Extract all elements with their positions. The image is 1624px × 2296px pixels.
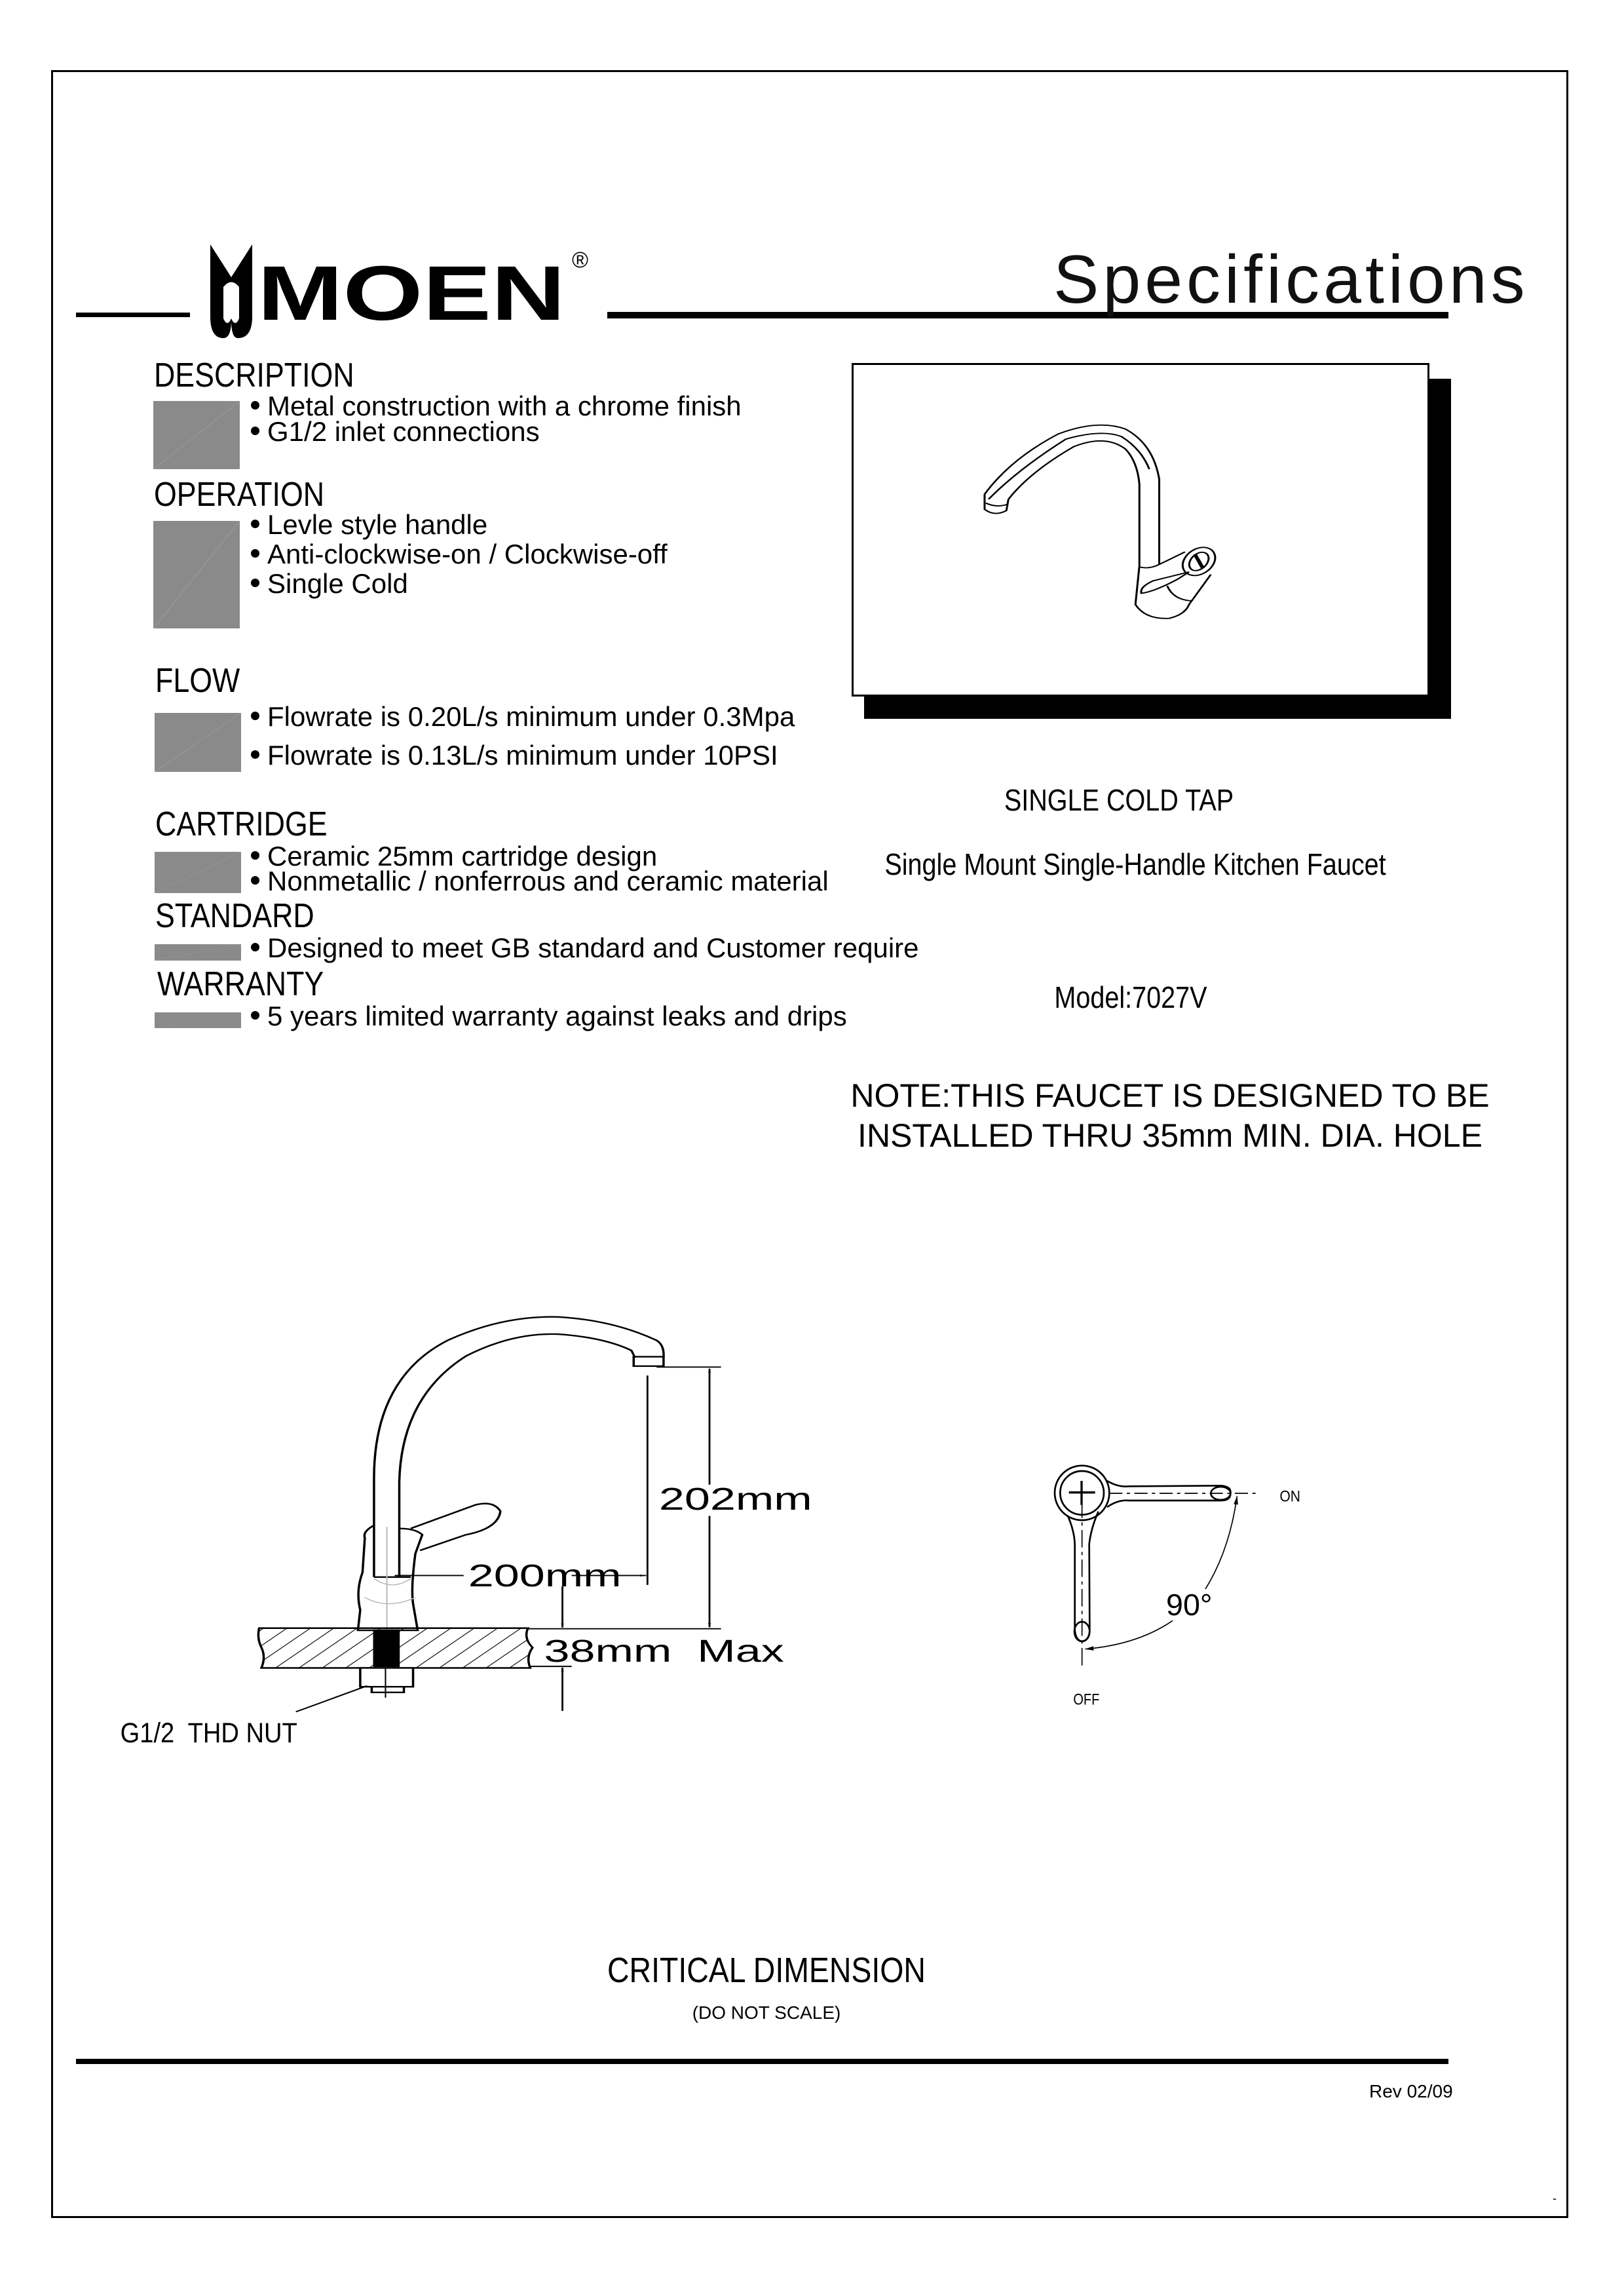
list-item: Ceramic 25mm cartridge design — [251, 843, 657, 870]
section-heading-description: DESCRIPTION — [154, 356, 354, 394]
nut-leader-line — [295, 1685, 368, 1713]
on-position-label: ON — [1279, 1488, 1300, 1506]
list-item: Single Cold — [251, 570, 408, 598]
threaded-shank — [373, 1629, 400, 1668]
section-heading-operation: OPERATION — [154, 476, 325, 514]
page-border — [51, 70, 1568, 2218]
reach-dimension-label: 200mm — [468, 1558, 622, 1593]
section-heading-cartridge: CARTRIDGE — [155, 805, 328, 843]
list-item: 5 years limited warranty against leaks a… — [251, 1003, 847, 1030]
product-name: Single Mount Single-Handle Kitchen Fauce… — [884, 847, 1386, 881]
do-not-scale-note: (DO NOT SCALE) — [692, 2002, 841, 2023]
list-item: Flowrate is 0.13L/s minimum under 10PSI — [251, 742, 778, 769]
revision-label: Rev 02/09 — [1369, 2081, 1453, 2101]
section-marker — [153, 521, 240, 628]
product-image-frame — [852, 363, 1429, 697]
section-heading-flow: FLOW — [155, 662, 240, 700]
installation-note-line2: INSTALLED THRU 35mm MIN. DIA. HOLE — [858, 1117, 1482, 1154]
image-shadow-right — [1429, 379, 1451, 719]
image-shadow-bottom — [864, 697, 1451, 719]
critical-dimension-title: CRITICAL DIMENSION — [607, 1951, 926, 1990]
list-item: Levle style handle — [251, 511, 487, 539]
section-marker — [155, 944, 241, 961]
section-heading-standard: STANDARD — [155, 897, 314, 935]
corner-mark: - — [1553, 2192, 1557, 2205]
section-heading-warranty: WARRANTY — [157, 965, 324, 1003]
section-marker — [155, 713, 241, 772]
handle-rotation-diagram: 90° ON OFF — [1053, 1464, 1300, 1709]
faucet-perspective-illustration — [983, 424, 1217, 619]
footer-rule — [76, 2059, 1448, 2064]
list-item: Metal construction with a chrome finish — [251, 392, 742, 420]
rotation-angle-label: 90° — [1166, 1588, 1213, 1622]
list-item: G1/2 inlet connections — [251, 418, 540, 446]
brand-text: MOEN — [257, 250, 565, 337]
list-item: Anti-clockwise-on / Clockwise-off — [251, 541, 668, 568]
off-position-label: OFF — [1073, 1691, 1099, 1709]
section-marker — [155, 852, 241, 893]
header-rule-right — [607, 312, 1448, 318]
registered-mark: ® — [572, 248, 588, 273]
page-title: Specifications — [1053, 242, 1529, 318]
model-number: Model:7027V — [1054, 980, 1207, 1014]
nut-label: G1/2 THD NUT — [121, 1717, 297, 1749]
list-item: Flowrate is 0.20L/s minimum under 0.3Mpa — [251, 703, 795, 731]
moen-emblem-icon: MOEN ® — [210, 244, 588, 338]
section-marker — [153, 401, 240, 469]
installation-note-line1: NOTE:THIS FAUCET IS DESIGNED TO BE — [850, 1077, 1490, 1114]
thread-nut — [359, 1667, 415, 1688]
section-marker — [155, 1012, 241, 1028]
header-rule-left — [76, 313, 190, 317]
faucet-dimension-drawing: 202mm 200mm 38mm Max G1/2 THD NUT — [121, 1316, 812, 1749]
deck-thickness-label: 38mm Max — [544, 1634, 784, 1668]
list-item: Nonmetallic / nonferrous and ceramic mat… — [251, 868, 829, 895]
list-item: Designed to meet GB standard and Custome… — [251, 934, 919, 962]
height-dimension-label: 202mm — [659, 1482, 812, 1516]
product-type: SINGLE COLD TAP — [1004, 783, 1234, 817]
moen-logo: MOEN ® — [205, 241, 605, 339]
